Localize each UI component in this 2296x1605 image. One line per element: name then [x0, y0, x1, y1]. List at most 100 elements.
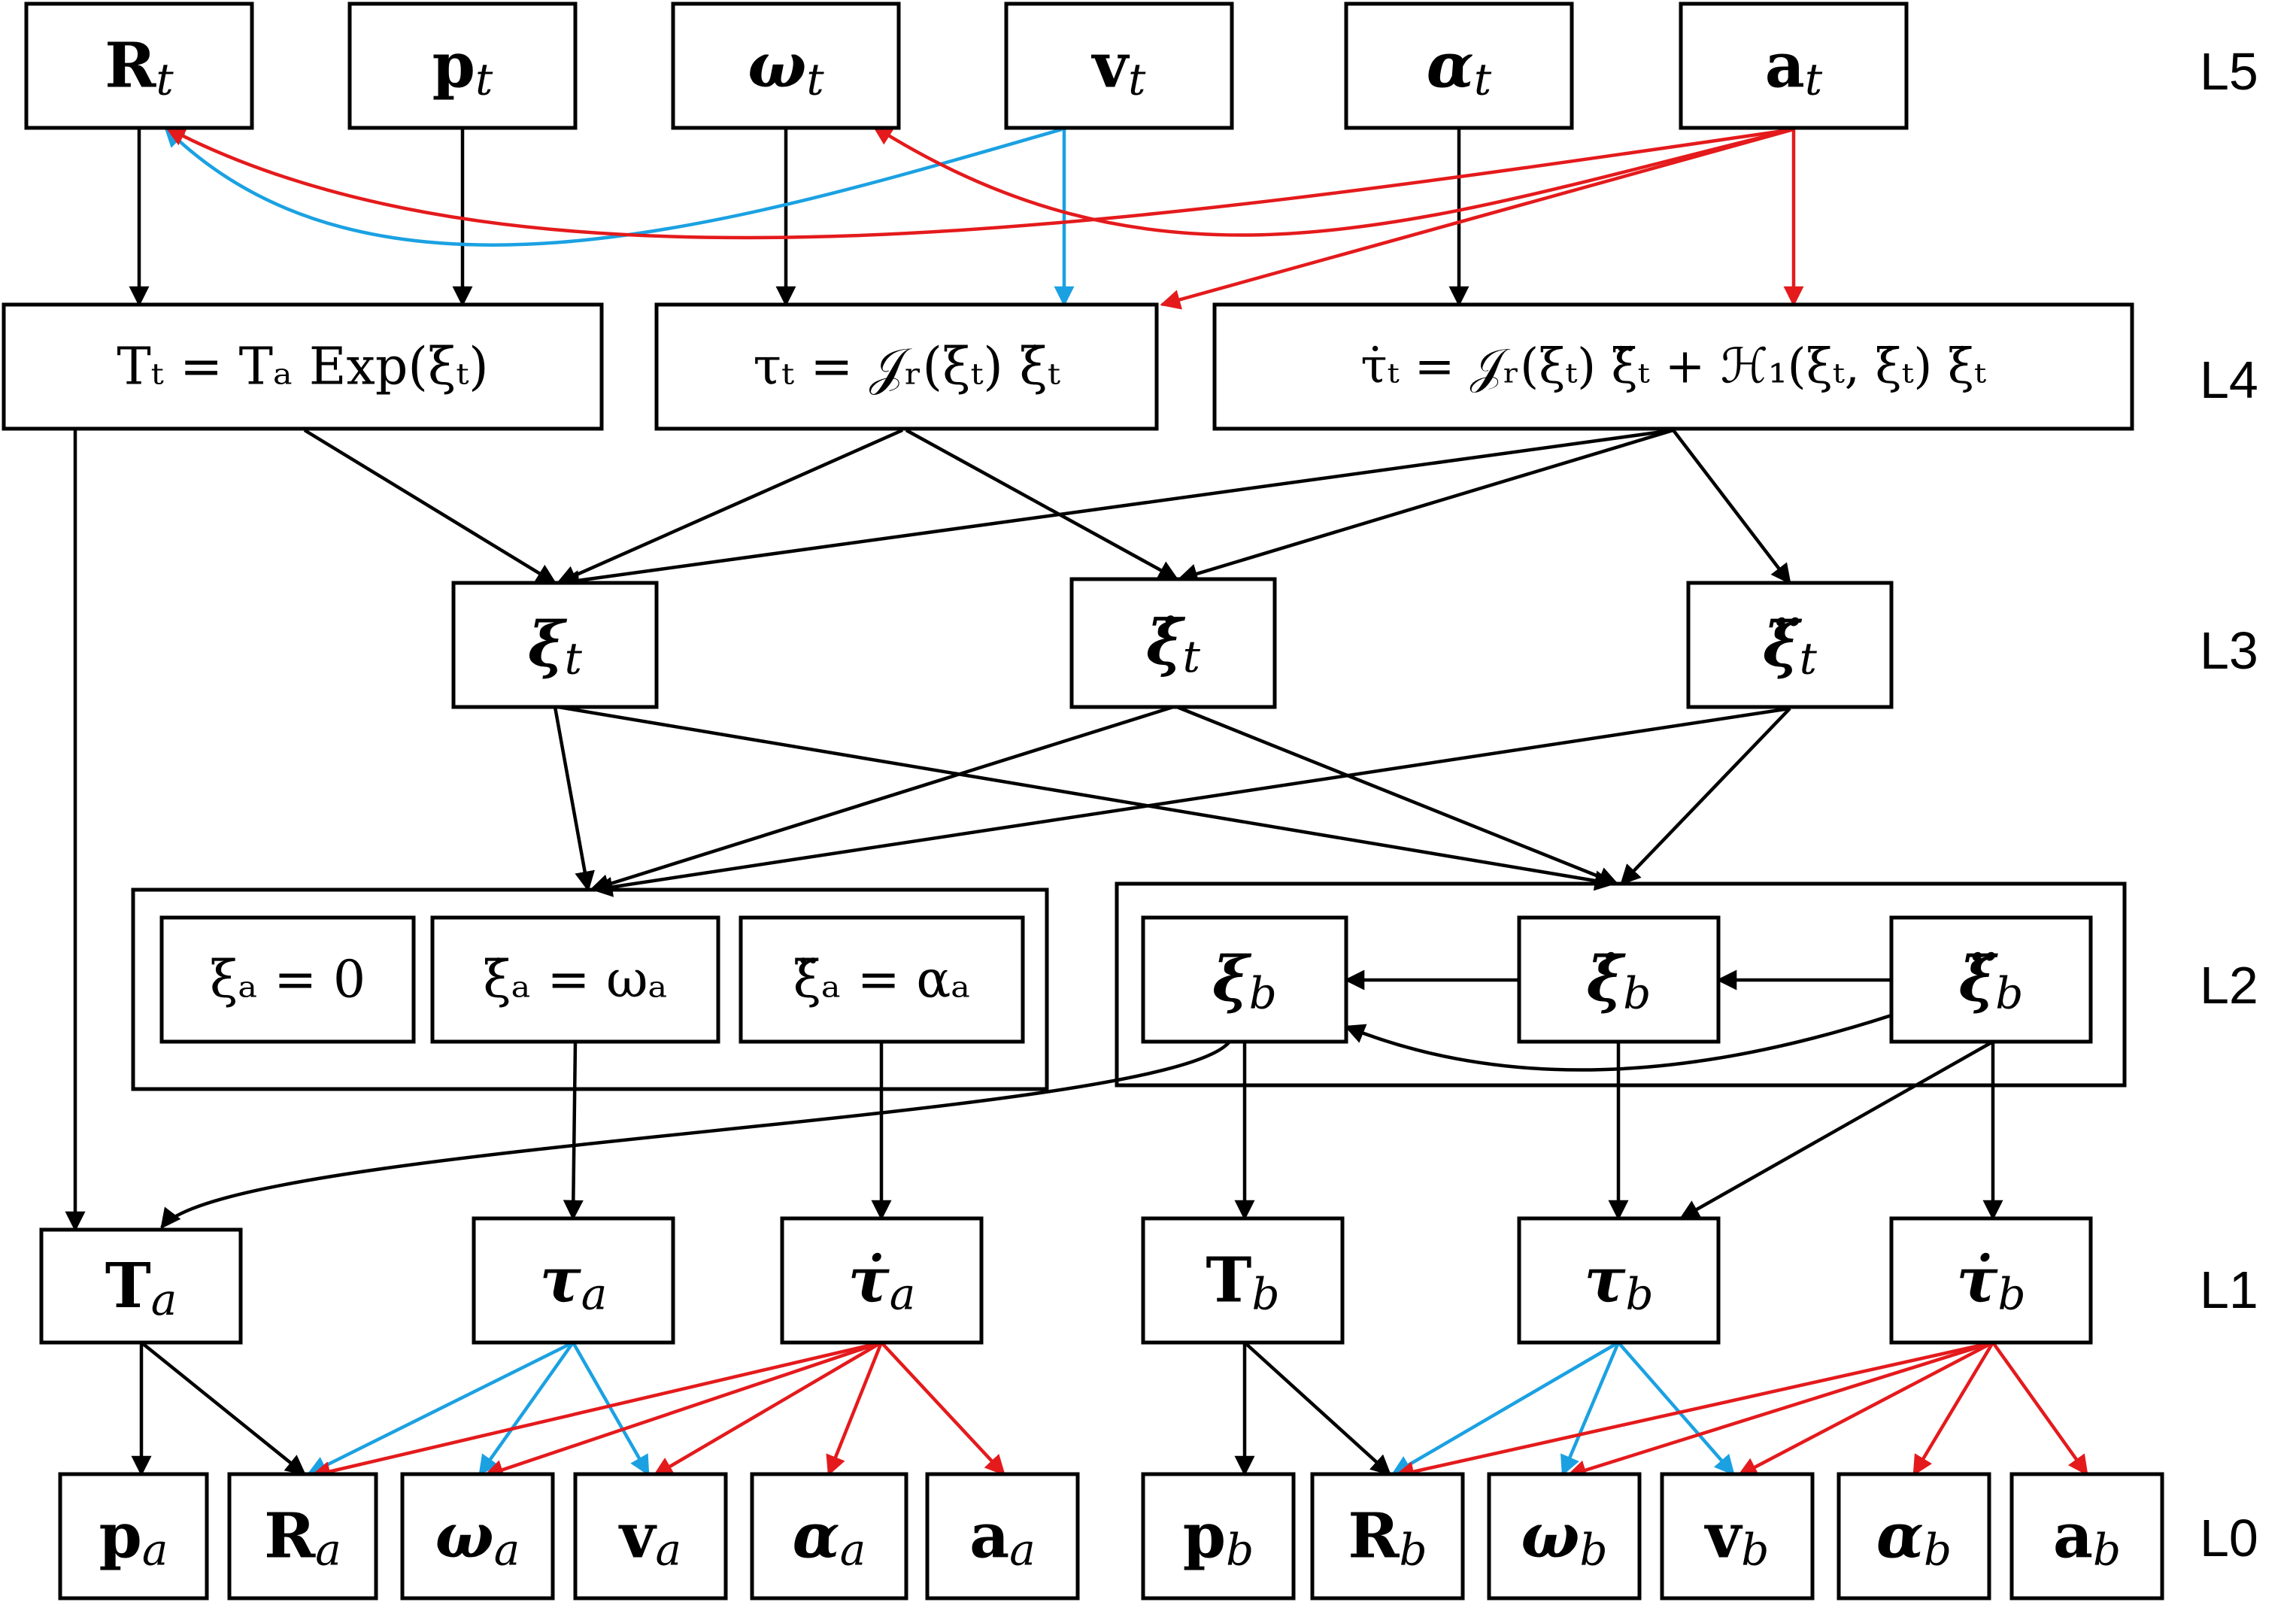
node-label-main: ξ̇: [1146, 607, 1186, 679]
node-label-subscript: a: [890, 1269, 916, 1320]
node-box: [1344, 2, 1574, 130]
node-label: αb: [1876, 1500, 1952, 1576]
node-label: τ̇a: [848, 1245, 916, 1320]
node-box: [2, 302, 604, 431]
node-label-main: ξ̈ₐ = αₐ: [793, 950, 970, 1009]
node-label: aa: [969, 1500, 1036, 1576]
node-label-main: R: [105, 30, 156, 102]
node-label-subscript: a: [1009, 1525, 1036, 1576]
node-label: ωb: [1521, 1500, 1607, 1576]
edge-Ta-to-Ra: [140, 1341, 307, 1476]
node-label-main: ξ: [528, 609, 568, 681]
node-box: [780, 1216, 984, 1345]
node-label-subscript: b: [1249, 968, 1277, 1019]
node-label-main: p: [1183, 1500, 1226, 1573]
node-box: [1679, 2, 1909, 130]
level-label-l4: L4: [2200, 350, 2258, 409]
node-label-main: ξ̇ₐ = ωₐ: [483, 950, 668, 1009]
edge-xida-to-taua: [563, 1041, 584, 1221]
node-label-main: T: [1206, 1245, 1251, 1317]
edge-Tt-to-xit: [303, 429, 557, 584]
edge-taudott-to-xiddt: [1672, 429, 1791, 585]
node-label: Tₜ = Tₐ Exp(ξₜ): [117, 337, 488, 396]
node-label-subscript: a: [581, 1269, 608, 1320]
node-label-subscript: a: [656, 1525, 682, 1576]
node-box: [347, 2, 578, 130]
node-wt: ωt: [671, 2, 901, 130]
node-label-main: a: [969, 1500, 1009, 1573]
edge-taua-to-va: [572, 1341, 650, 1476]
node-label: ab: [2053, 1500, 2121, 1576]
node-aa: aa: [925, 1472, 1080, 1600]
node-taua: τa: [472, 1216, 675, 1345]
node-label-main: a: [1765, 30, 1805, 102]
node-box: [1069, 577, 1277, 709]
node-label-main: R: [1348, 1500, 1400, 1573]
node-label: τb: [1584, 1245, 1653, 1320]
node-label-main: α: [793, 1500, 840, 1573]
edge-taudott-to-xidt: [1177, 428, 1674, 584]
edge-xiddb-to-taub: [1679, 1040, 1994, 1220]
level-label-l5: L5: [2200, 42, 2258, 101]
node-label: τₜ = 𝒥ᵣ(ξₜ) ξ̇ₜ: [753, 337, 1060, 396]
node-label-main: a: [2053, 1500, 2093, 1573]
edge-taub-to-wb: [1560, 1342, 1621, 1476]
node-xib: ξb: [1141, 915, 1348, 1044]
node-label-main: v: [618, 1500, 657, 1573]
node-box: [1889, 915, 2093, 1044]
edge-vt-to-Rt: [164, 126, 1063, 247]
node-label-main: α: [1876, 1500, 1924, 1573]
node-label: ωa: [435, 1500, 520, 1576]
node-label-subscript: t: [1800, 633, 1818, 684]
node-box: [159, 915, 416, 1044]
edge-at-to-taut: [1160, 127, 1794, 310]
node-at: at: [1679, 2, 1909, 130]
node-label-main: R: [264, 1500, 316, 1573]
node-label: αt: [1427, 30, 1492, 105]
node-label-subscript: b: [1623, 968, 1651, 1019]
node-label: ξ̈b: [1959, 944, 2024, 1019]
node-label-main: v: [1704, 1500, 1743, 1573]
node-label-subscript: a: [494, 1525, 520, 1576]
node-pb: pb: [1141, 1472, 1296, 1600]
node-xida: ξ̇ₐ = ωₐ: [430, 915, 720, 1044]
node-va: va: [573, 1472, 728, 1600]
node-vt: vt: [1004, 2, 1234, 130]
node-Tb: Tb: [1141, 1216, 1345, 1345]
node-label-subscript: b: [2093, 1525, 2121, 1576]
node-label-subscript: b: [1226, 1525, 1254, 1576]
node-box: [1889, 1216, 2093, 1345]
node-Rt: Rt: [24, 2, 254, 130]
node-box: [1487, 1472, 1642, 1600]
node-label-main: v: [1091, 30, 1130, 102]
node-label-subscript: a: [142, 1525, 168, 1576]
edge-taua-to-wa: [478, 1341, 575, 1476]
node-wb: ωb: [1487, 1472, 1642, 1600]
node-label-main: ω: [748, 30, 806, 102]
node-label-subscript: t: [806, 54, 824, 105]
node-xidda: ξ̈ₐ = αₐ: [739, 915, 1025, 1044]
edge-xidt-to-groupB: [1176, 705, 1619, 887]
node-label-subscript: t: [1128, 54, 1146, 105]
node-label-subscript: b: [1995, 968, 2023, 1019]
node-label-subscript: t: [475, 54, 493, 105]
node-box: [1660, 1472, 1815, 1600]
node-label: ξ̈ₐ = αₐ: [793, 950, 970, 1009]
node-label: ξt: [528, 609, 583, 684]
node-label-subscript: a: [840, 1525, 866, 1576]
node-pa: pa: [58, 1472, 209, 1600]
edge-taudotb-to-wb: [1566, 1340, 1994, 1480]
node-label-subscript: b: [1251, 1269, 1279, 1320]
node-xiddb: ξ̈b: [1889, 915, 2093, 1044]
node-label: Rt: [105, 30, 174, 105]
edge-taudotb-to-ab: [1991, 1341, 2088, 1476]
node-taudott: τ̇ₜ = 𝒥ᵣ(ξₜ) ξ̈ₜ + ℋ₁(ξₜ, ξ̇ₜ) ξ̇ₜ: [1212, 302, 2134, 431]
level-label-l1: L1: [2200, 1261, 2258, 1319]
level-label-l0: L0: [2200, 1509, 2258, 1567]
node-label-subscript: a: [151, 1274, 177, 1325]
node-box: [400, 1472, 555, 1600]
edge-taudotb-to-ab_alpha: [1912, 1341, 1994, 1476]
edge-taudott-to-xit: [559, 428, 1674, 591]
node-box: [1310, 1472, 1465, 1600]
